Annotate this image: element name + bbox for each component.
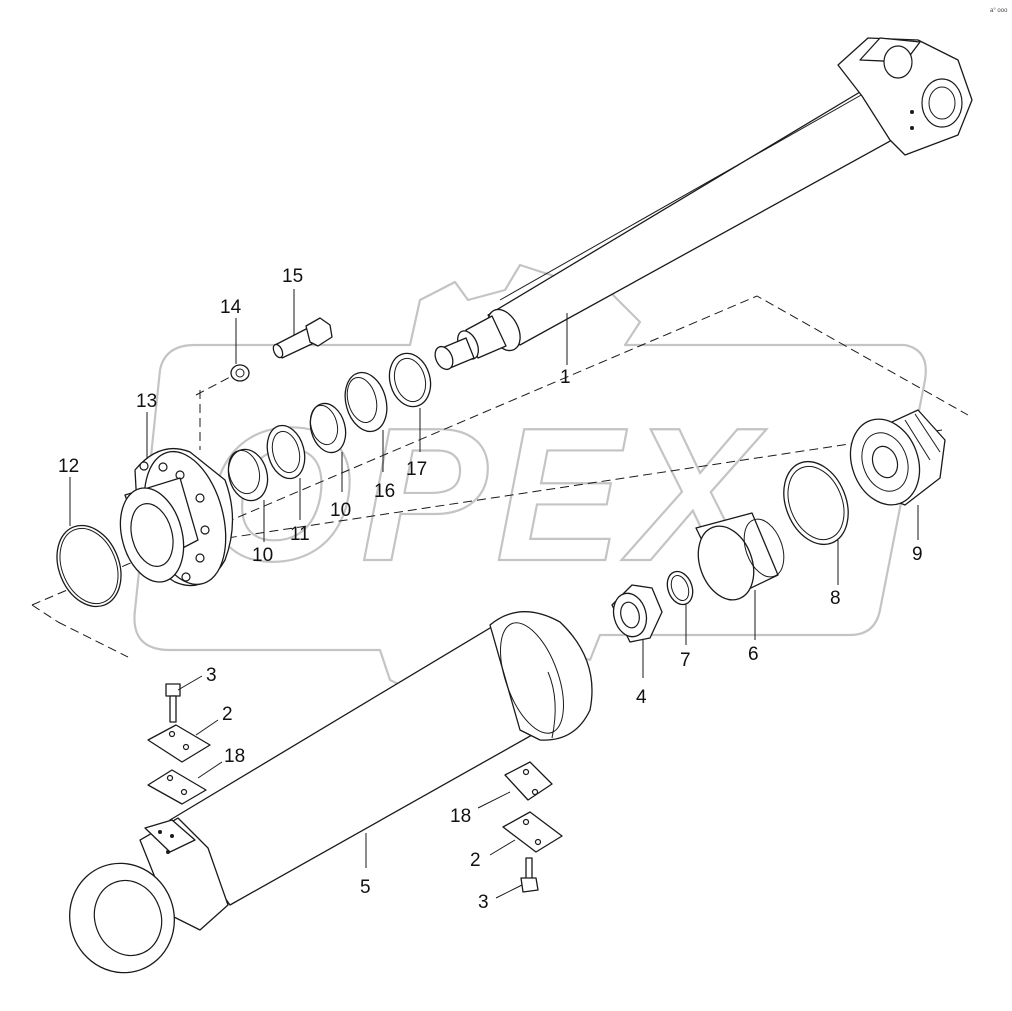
- callout-13: 13: [136, 391, 157, 412]
- seal-ring-8: [783, 460, 849, 546]
- callout-3a: 3: [206, 665, 217, 686]
- seal-10-right: [309, 402, 347, 454]
- callout-2b: 2: [470, 850, 481, 871]
- callout-3b: 3: [478, 892, 489, 913]
- seal-10-left: [227, 448, 269, 502]
- callout-10b: 10: [330, 500, 351, 521]
- callout-2a: 2: [222, 704, 233, 725]
- callout-17: 17: [406, 459, 427, 480]
- callout-9: 9: [912, 544, 923, 565]
- wiper-ring-11: [266, 424, 306, 480]
- plate-2-left: [147, 724, 211, 763]
- piston-rod: [434, 37, 973, 371]
- plate-2-right: [502, 811, 563, 853]
- cylinder-tube: [68, 611, 593, 974]
- callout-5: 5: [360, 877, 371, 898]
- callout-8: 8: [830, 588, 841, 609]
- o-ring-7: [666, 570, 694, 606]
- callout-18b: 18: [450, 806, 471, 827]
- callout-7: 7: [680, 650, 691, 671]
- leader-2b: [489, 839, 516, 856]
- sleeve-6: [695, 512, 785, 601]
- piston: [849, 409, 946, 506]
- callout-6: 6: [748, 644, 759, 665]
- bolt-3-left: [165, 683, 181, 723]
- washer-14: [230, 364, 250, 382]
- callout-1: 1: [560, 367, 571, 388]
- o-ring-12: [56, 524, 122, 608]
- bolt-3-right: [520, 857, 539, 893]
- leader-3a: [177, 675, 203, 691]
- callout-12: 12: [58, 456, 79, 477]
- callout-16: 16: [374, 481, 395, 502]
- cylinder-head: [119, 448, 234, 587]
- leader-3b: [495, 884, 523, 899]
- callout-4: 4: [636, 687, 647, 708]
- callout-18a: 18: [224, 746, 245, 767]
- callout-10a: 10: [252, 545, 273, 566]
- nut-4: [611, 584, 663, 643]
- seal-17: [388, 352, 432, 408]
- assembly-guide-lines: [31, 295, 969, 658]
- guide-ring-16: [344, 371, 388, 433]
- callout-14: 14: [220, 297, 242, 318]
- watermark-text: OPEX: [205, 389, 767, 601]
- bolt: [272, 317, 333, 359]
- leader-18b: [477, 791, 511, 809]
- shim-18-right: [504, 761, 553, 801]
- leader-2a: [195, 719, 219, 736]
- shim-18-left: [147, 769, 207, 805]
- corner-mark: a° ooo: [990, 8, 1008, 14]
- leader-18a: [197, 761, 223, 779]
- opex-watermark: OPEX: [133, 263, 927, 697]
- callout-11: 11: [290, 524, 310, 545]
- callout-15: 15: [282, 266, 303, 287]
